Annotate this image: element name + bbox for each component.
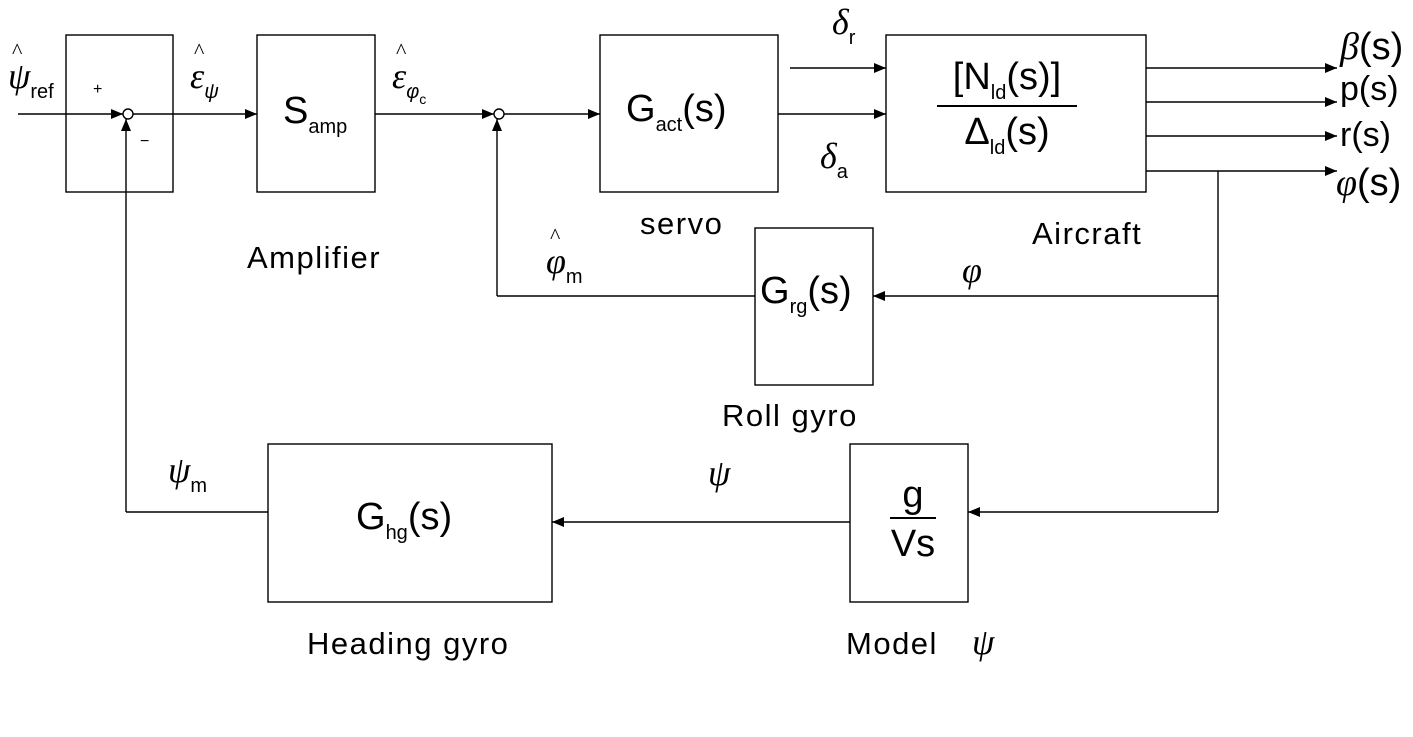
roll-gyro-tf: Grg(s)	[760, 270, 852, 318]
aircraft-numerator: [Nld(s)]	[952, 56, 1062, 104]
servo-caption: servo	[640, 206, 724, 241]
model-numerator: g	[902, 474, 924, 516]
eps-psi-label: εψ	[190, 40, 219, 102]
delta-r-label: δr	[832, 2, 856, 49]
heading-gyro-tf: Ghg(s)	[356, 496, 453, 544]
model-block	[849, 443, 969, 603]
plus-sign: +	[93, 81, 103, 98]
model-fraction-bar	[890, 517, 936, 519]
phi-label: φ	[962, 250, 982, 290]
output-beta-label: β(s)	[1340, 26, 1404, 68]
model-caption-psi: ψ	[972, 622, 995, 662]
output-r-label: r(s)	[1340, 116, 1391, 154]
heading-gyro-caption: Heading gyro	[307, 626, 510, 661]
amplifier-caption: Amplifier	[247, 240, 382, 275]
minus-sign: −	[140, 133, 150, 150]
roll-gyro-caption: Roll gyro	[722, 398, 858, 433]
phi-m-label: φm	[546, 225, 583, 287]
amplifier-tf: Samp	[283, 90, 348, 138]
aircraft-caption: Aircraft	[1032, 216, 1143, 251]
output-phi-label: φ(s)	[1336, 162, 1402, 204]
eps-phic-label: εφc	[392, 40, 426, 106]
servo-tf: Gact(s)	[626, 88, 727, 136]
delta-a-label: δa	[820, 136, 848, 183]
psi-label: ψ	[708, 453, 731, 493]
aircraft-denominator: Δld(s)	[964, 111, 1050, 159]
model-caption: Model	[846, 626, 938, 661]
model-denominator: Vs	[890, 523, 936, 565]
roll-gyro-block	[754, 227, 874, 386]
psi-ref-label: ψref	[8, 40, 54, 102]
summing-junction-1	[122, 108, 134, 120]
model-tf: g Vs	[890, 474, 936, 566]
fraction-bar	[937, 105, 1077, 107]
output-p-label: p(s)	[1340, 70, 1399, 108]
summing-junction-2	[493, 108, 505, 120]
psi-m-label: ψm	[168, 450, 208, 497]
aircraft-tf: [Nld(s)] Δld(s)	[937, 56, 1077, 160]
